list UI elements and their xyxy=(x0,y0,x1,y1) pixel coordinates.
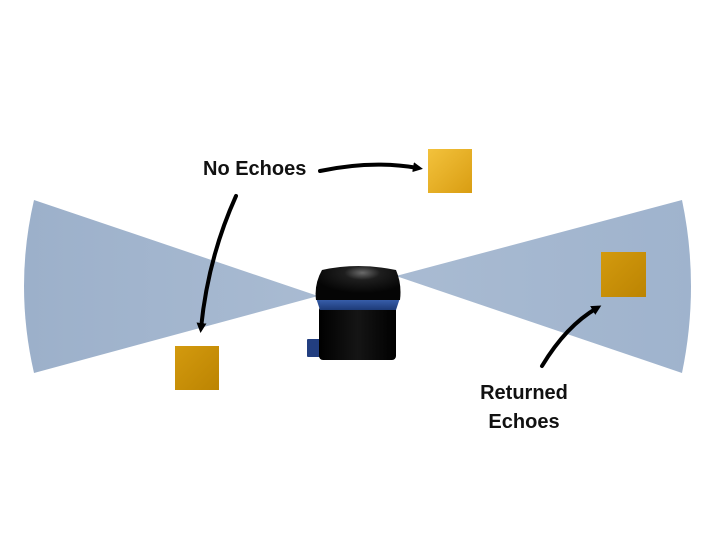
returned-echoes-label: Returned Echoes xyxy=(474,379,574,437)
arrow-returned-echoes-to-right-target xyxy=(540,305,602,368)
square-target-icon xyxy=(175,346,219,390)
right-beam-cone xyxy=(396,200,691,373)
no-echoes-label: No Echoes xyxy=(203,158,307,180)
arrow-no-echoes-to-left-target xyxy=(196,194,238,333)
left-beam-cone xyxy=(24,200,318,373)
square-target-icon xyxy=(601,252,646,297)
sensor-cap xyxy=(315,266,401,300)
returned-echoes-line1: Returned xyxy=(480,382,568,404)
square-target-icon xyxy=(428,149,472,193)
sensor-band xyxy=(316,298,400,310)
sensor-body xyxy=(319,306,396,360)
sensor-connector xyxy=(307,339,321,357)
ultrasonic-sensor-icon xyxy=(307,266,401,360)
returned-echoes-line2: Echoes xyxy=(488,411,560,433)
arrow-no-echoes-to-top-target xyxy=(318,162,423,173)
